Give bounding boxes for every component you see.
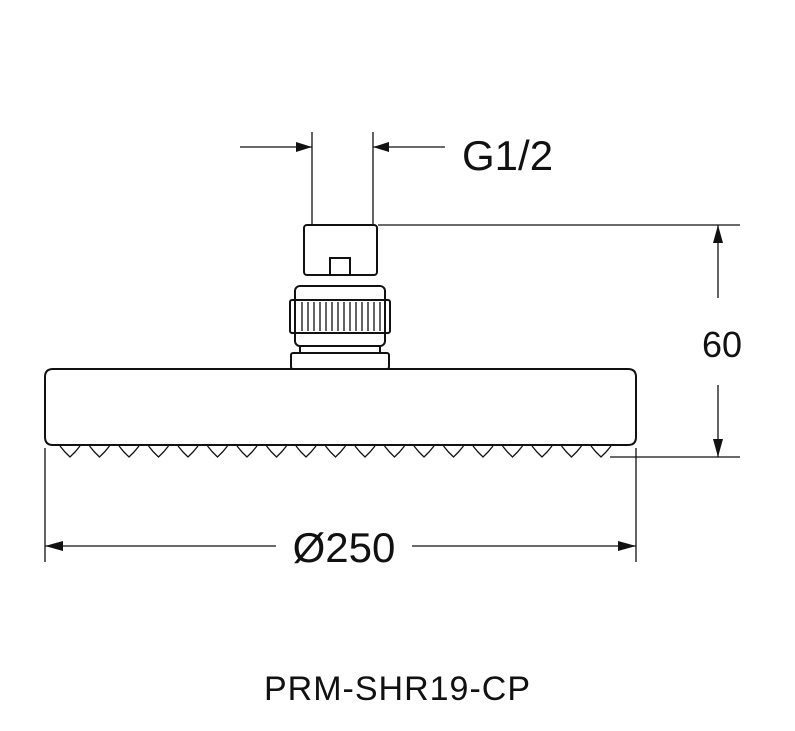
nozzle-icon: [236, 445, 258, 458]
arrow-right-icon: [296, 142, 312, 152]
nozzle-icon: [354, 445, 376, 458]
arrow-down-icon: [713, 439, 723, 457]
nozzle-icon: [89, 445, 110, 458]
arrow-up-icon: [713, 225, 723, 243]
thread-dimension: G1/2: [240, 132, 553, 225]
nozzle-icon: [295, 445, 317, 458]
arrow-left-icon: [373, 142, 389, 152]
nozzle-icon: [413, 445, 435, 458]
nozzle-icon: [148, 445, 169, 458]
diameter-label: Ø250: [293, 524, 396, 571]
model-number: PRM-SHR19-CP: [263, 670, 532, 708]
nozzle-icon: [118, 445, 140, 458]
arrow-left-icon: [45, 541, 63, 551]
nozzle-icon: [561, 445, 582, 458]
nozzle-icon: [266, 445, 287, 458]
nozzle-icon: [590, 445, 612, 458]
nozzle-icon: [502, 445, 523, 458]
nozzle-icon: [59, 445, 81, 458]
nozzle-icon: [472, 445, 494, 458]
nozzle-icon: [177, 445, 199, 458]
nozzle-icon: [384, 445, 405, 458]
shower-connector: [289, 224, 391, 370]
nozzle-icon: [443, 445, 464, 458]
diameter-dimension: Ø250: [44, 448, 637, 571]
shower-head-disc: [44, 368, 637, 458]
height-dimension: 60: [378, 224, 742, 458]
height-label: 60: [702, 324, 742, 365]
nozzle-icon: [325, 445, 346, 458]
arrow-right-icon: [618, 541, 636, 551]
diameter-symbol: Ø: [293, 524, 326, 571]
diameter-value: 250: [325, 524, 395, 571]
nozzle-icon: [207, 445, 228, 458]
thread-label: G1/2: [462, 132, 553, 179]
nozzle-icon: [531, 445, 553, 458]
